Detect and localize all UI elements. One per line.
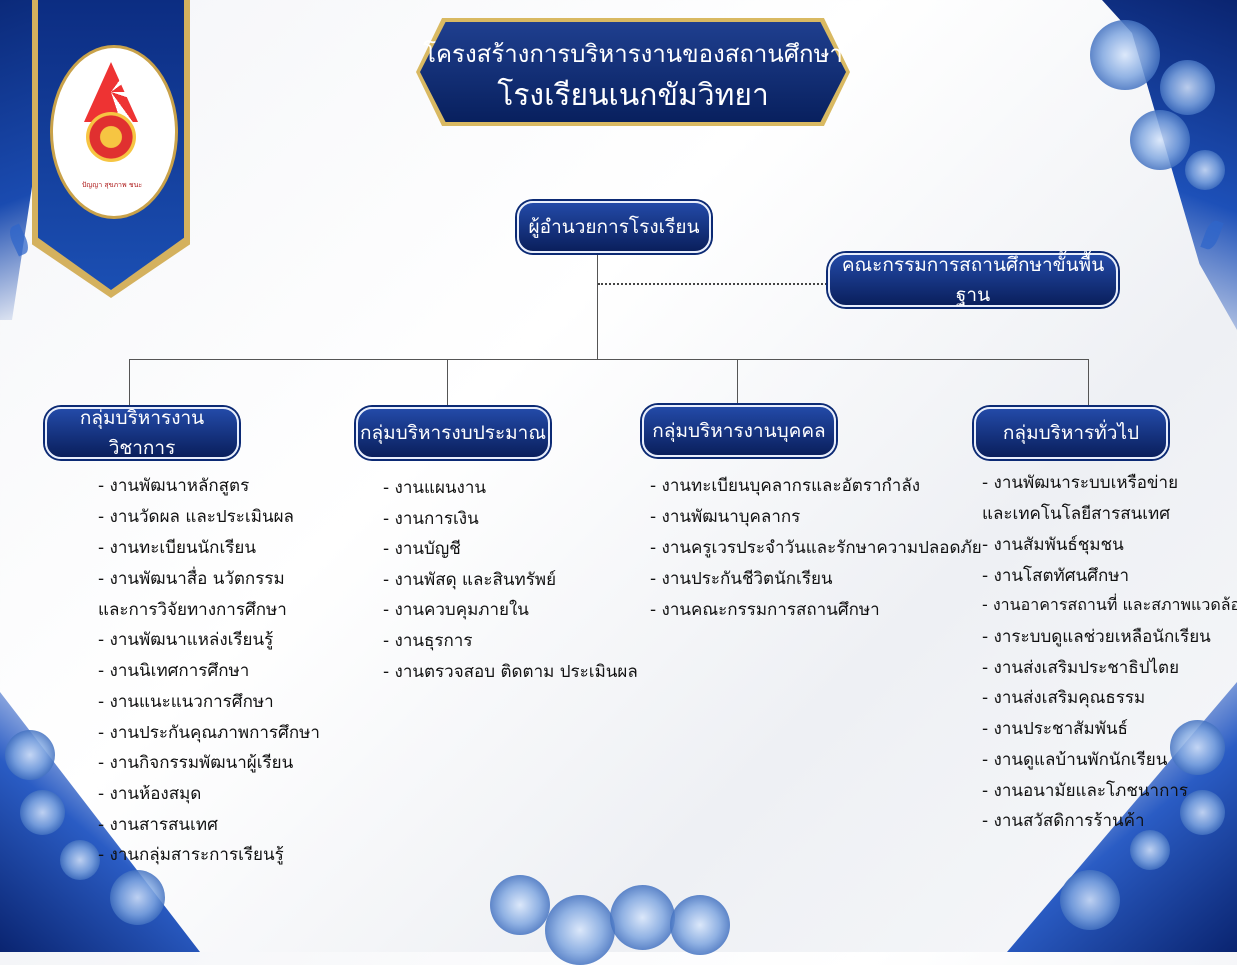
list-item: - งานทะเบียนบุคลากรและอัตรากำลัง [650,476,921,496]
page-title: โครงสร้างการบริหารงานของสถานศึกษา [423,40,843,68]
flower-icon [1060,870,1120,930]
list-item: - งานกลุ่มสาระการเรียนรู้ [98,845,284,865]
list-item: - งานควบคุมภายใน [383,600,529,620]
flower-icon [5,730,55,780]
flower-icon [1130,110,1190,170]
flower-icon [670,895,730,955]
flower-icon [610,885,675,950]
flower-icon [1160,60,1215,115]
committee-box: คณะกรรมการสถานศึกษาขั้นพื้นฐาน [828,253,1118,307]
group-general: กลุ่มบริหารทั่วไป [974,407,1168,459]
list-item: - งานการเงิน [383,509,479,529]
flower-icon [1170,720,1225,775]
list-item: - งานประกันคุณภาพการศึกษา [98,723,320,743]
school-logo [50,45,178,219]
list-item: - งานพัฒนาบุคลากร [650,507,801,527]
flower-icon [20,790,65,835]
list-item: - งานตรวจสอบ ติดตาม ประเมินผล [383,662,638,682]
list-item: - งานพัฒนาแหล่งเรียนรู้ [98,630,274,650]
flower-icon [1185,150,1225,190]
connector-line [737,359,738,407]
emblem-icon [86,112,136,162]
connector-line [1088,359,1089,407]
title-banner [420,22,846,122]
list-item: - งานคณะกรรมการสถานศึกษา [650,600,880,620]
flower-icon [490,875,550,935]
list-item: - งานธุรการ [383,631,473,651]
list-item: - งานส่งเสริมประชาธิปไตย [982,658,1180,678]
list-item: - งาระบบดูแลช่วยเหลือนักเรียน [982,627,1211,647]
flower-icon [1130,830,1170,870]
list-item: - งานทะเบียนนักเรียน [98,538,256,558]
list-item: - งานอาคารสถานที่ และสภาพแวดล้อม [982,595,1237,614]
list-item: - งานวัดผล และประเมินผล [98,507,294,527]
group-academic: กลุ่มบริหารงานวิชาการ [45,407,239,459]
connector-line [597,250,598,360]
flower-icon [545,895,615,965]
connector-line [129,359,1089,360]
list-item: - งานประชาสัมพันธ์ [982,719,1128,739]
list-item: - งานโสตทัศนศึกษา [982,566,1130,586]
connector-line [447,359,448,407]
list-item: - งานพัสดุ และสินทรัพย์ [383,570,557,590]
list-item: - งานพัฒนาระบบเหรือข่าย [982,473,1179,493]
list-item: - งานพัฒนาสื่อ นวัตกรรม [98,569,285,589]
group-budget: กลุ่มบริหารงบประมาณ [356,407,550,459]
school-name: โรงเรียนเนกขัมวิทยา [497,78,769,113]
flower-icon [60,840,100,880]
director-box: ผู้อำนวยการโรงเรียน [517,201,711,253]
list-item: - งานนิเทศการศึกษา [98,661,250,681]
flower-icon [110,870,165,925]
connector-line [129,359,130,407]
list-item: - งานอนามัยและโภชนาการ [982,781,1189,801]
logo-motto: ปัญญา สุขภาพ ชนะ [81,181,143,189]
list-item: - งานส่งเสริมคุณธรรม [982,688,1146,708]
list-item: - งานบัญชี [383,539,461,559]
list-item: - งานสารสนเทศ [98,815,218,835]
list-item: - งานครูเวรประจำวันและรักษาความปลอดภัย [650,538,982,558]
list-item: - งานพัฒนาหลักสูตร [98,476,250,496]
list-item: และการวิจัยทางการศึกษา [98,600,287,620]
list-item: - งานประกันชีวิตนักเรียน [650,569,833,589]
connector-dotted [598,283,830,285]
group-personnel: กลุ่มบริหารงานบุคคล [642,405,836,457]
list-item: - งานสัมพันธ์ชุมชน [982,535,1124,555]
list-item: - งานห้องสมุด [98,784,202,804]
list-item: - งานกิจกรรมพัฒนาผู้เรียน [98,753,294,773]
list-item: - งานสวัสดิการร้านค้า [982,811,1145,831]
flower-icon [1180,790,1225,835]
list-item: และเทคโนโลยีสารสนเทศ [982,504,1171,524]
flower-icon [1090,20,1160,90]
list-item: - งานแผนงาน [383,478,487,498]
list-item: - งานแนะแนวการศึกษา [98,692,274,712]
list-item: - งานดูแลบ้านพักนักเรียน [982,750,1168,770]
